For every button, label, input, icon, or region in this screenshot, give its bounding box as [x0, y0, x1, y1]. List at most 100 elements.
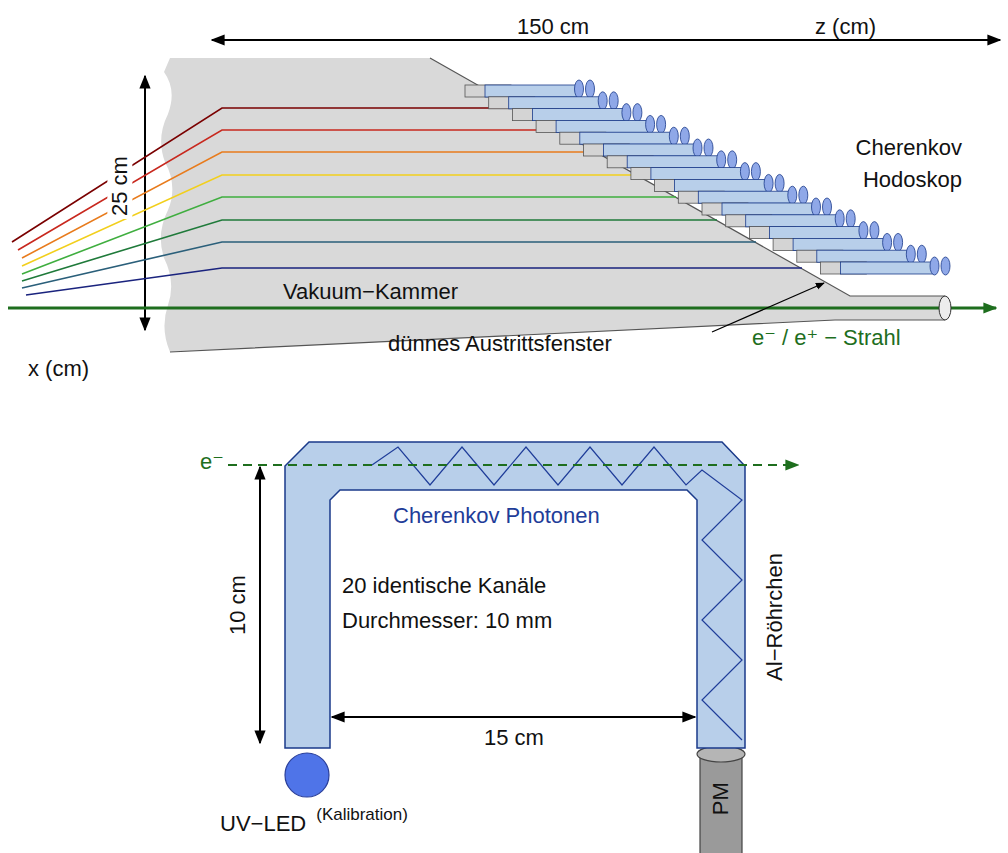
- photomultiplier: PM: [695, 746, 747, 853]
- tube-cap: [812, 198, 821, 216]
- tube-holder: [678, 191, 724, 203]
- tube-holder: [536, 120, 582, 132]
- beam-line: [8, 307, 996, 310]
- node-label: UV−LED: [220, 811, 306, 836]
- tube-radiator: [627, 156, 719, 168]
- tube-cap: [717, 151, 726, 169]
- part-label: Cherenkov Hodoskop: [760, 132, 962, 196]
- tube-cap: [764, 174, 773, 192]
- tube-holder: [655, 179, 701, 191]
- hodoscope-tube: [465, 80, 595, 98]
- tube-cap: [669, 127, 678, 145]
- tube-cap: [917, 245, 926, 263]
- note: Durchmesser: 10 mm: [342, 608, 552, 633]
- tube-radiator: [698, 191, 790, 203]
- tube-holder: [821, 262, 867, 274]
- tube-holder: [631, 168, 677, 180]
- tube-cap: [646, 115, 655, 133]
- part-label: Cherenkov Photonen: [393, 503, 600, 528]
- hodoscope-tube: [655, 174, 785, 192]
- hodoscope-tube: [631, 163, 761, 181]
- tube-radiator: [509, 97, 601, 109]
- hodoscope-tube: [726, 210, 856, 228]
- node-note: (Kalibration): [316, 805, 408, 825]
- beam-label: e⁻ / e⁺ − Strahl: [752, 325, 901, 350]
- vacuum-chamber: Vakuum−Kammer: [155, 50, 955, 360]
- tube-cap: [906, 245, 915, 263]
- tube-radiator: [841, 262, 933, 274]
- tube-cap: [586, 80, 595, 98]
- hodoscope-tube: [702, 198, 832, 216]
- part-label: dünnes Austrittsfenster: [388, 331, 612, 356]
- tube-radiator: [651, 168, 743, 180]
- tube-holder: [749, 227, 795, 239]
- tube-cap: [823, 198, 832, 216]
- tube-holder: [797, 250, 843, 262]
- node-label: Vakuum−Kammer: [283, 279, 458, 304]
- tube-cap: [740, 163, 749, 181]
- dimension-label: 15 cm: [484, 725, 544, 750]
- trajectory: [12, 108, 519, 242]
- tube-cap: [704, 139, 713, 157]
- tube-cap: [835, 210, 844, 228]
- tube-holder: [465, 85, 511, 97]
- leader-line: [712, 283, 824, 332]
- hodoscope-tube: [489, 92, 619, 110]
- tube-cap: [575, 80, 584, 98]
- cherenkov-channel: [285, 442, 745, 748]
- tube-radiator: [793, 238, 885, 250]
- tube-radiator: [532, 109, 624, 121]
- trajectories: [12, 108, 802, 295]
- vacuum-chamber-shape: [155, 50, 955, 360]
- uv-led: UV−LED (Kalibration): [200, 751, 460, 851]
- hodoscope-tube: [512, 104, 642, 122]
- chamber-fill: [161, 58, 945, 352]
- trajectory: [26, 268, 802, 295]
- tube-radiator: [817, 250, 909, 262]
- tube-cap: [609, 92, 618, 110]
- dimension-label: 10 cm: [225, 572, 250, 638]
- tube-cap: [657, 115, 666, 133]
- tube-cap: [846, 210, 855, 228]
- led-symbol: [285, 753, 329, 797]
- node-label: PM: [708, 773, 733, 825]
- tube-cap: [859, 222, 868, 240]
- tube-cap: [622, 104, 631, 122]
- hodoscope-tube: [821, 257, 951, 275]
- hodoscope-tube: [607, 151, 737, 169]
- note: 20 identische Kanäle: [342, 573, 546, 598]
- tube-holder: [512, 109, 558, 121]
- tube-cap: [633, 104, 642, 122]
- hodoscope-tube: [560, 127, 690, 145]
- tube-radiator: [722, 203, 814, 215]
- dimension-arrow: [259, 467, 261, 743]
- tube-cap: [598, 92, 607, 110]
- electron-track: [228, 464, 798, 466]
- dimension-label: 25 cm: [107, 153, 132, 219]
- pipe-end: [939, 296, 951, 320]
- chamber-outline: [170, 58, 945, 352]
- trajectory: [22, 220, 717, 281]
- tube-cap: [775, 174, 784, 192]
- tube-cap: [894, 233, 903, 251]
- hodoscope-tube: [584, 139, 714, 157]
- tube-cap: [728, 151, 737, 169]
- tube-cap: [930, 257, 939, 275]
- tube-holder: [584, 144, 630, 156]
- tube-cap: [788, 186, 797, 204]
- tube-cap: [680, 127, 689, 145]
- tube-cap: [693, 139, 702, 157]
- tube-holder: [560, 132, 606, 144]
- hodoscope-tube: [536, 115, 666, 133]
- hodoscope-tube: [797, 245, 927, 263]
- tube-cap: [799, 186, 808, 204]
- tube-cap: [751, 163, 760, 181]
- tube-radiator: [746, 215, 838, 227]
- axis-label: x (cm): [28, 356, 89, 381]
- tube-holder: [607, 156, 653, 168]
- particle-label: e⁻: [200, 449, 224, 474]
- tube-radiator: [769, 227, 861, 239]
- tube-radiator: [556, 120, 648, 132]
